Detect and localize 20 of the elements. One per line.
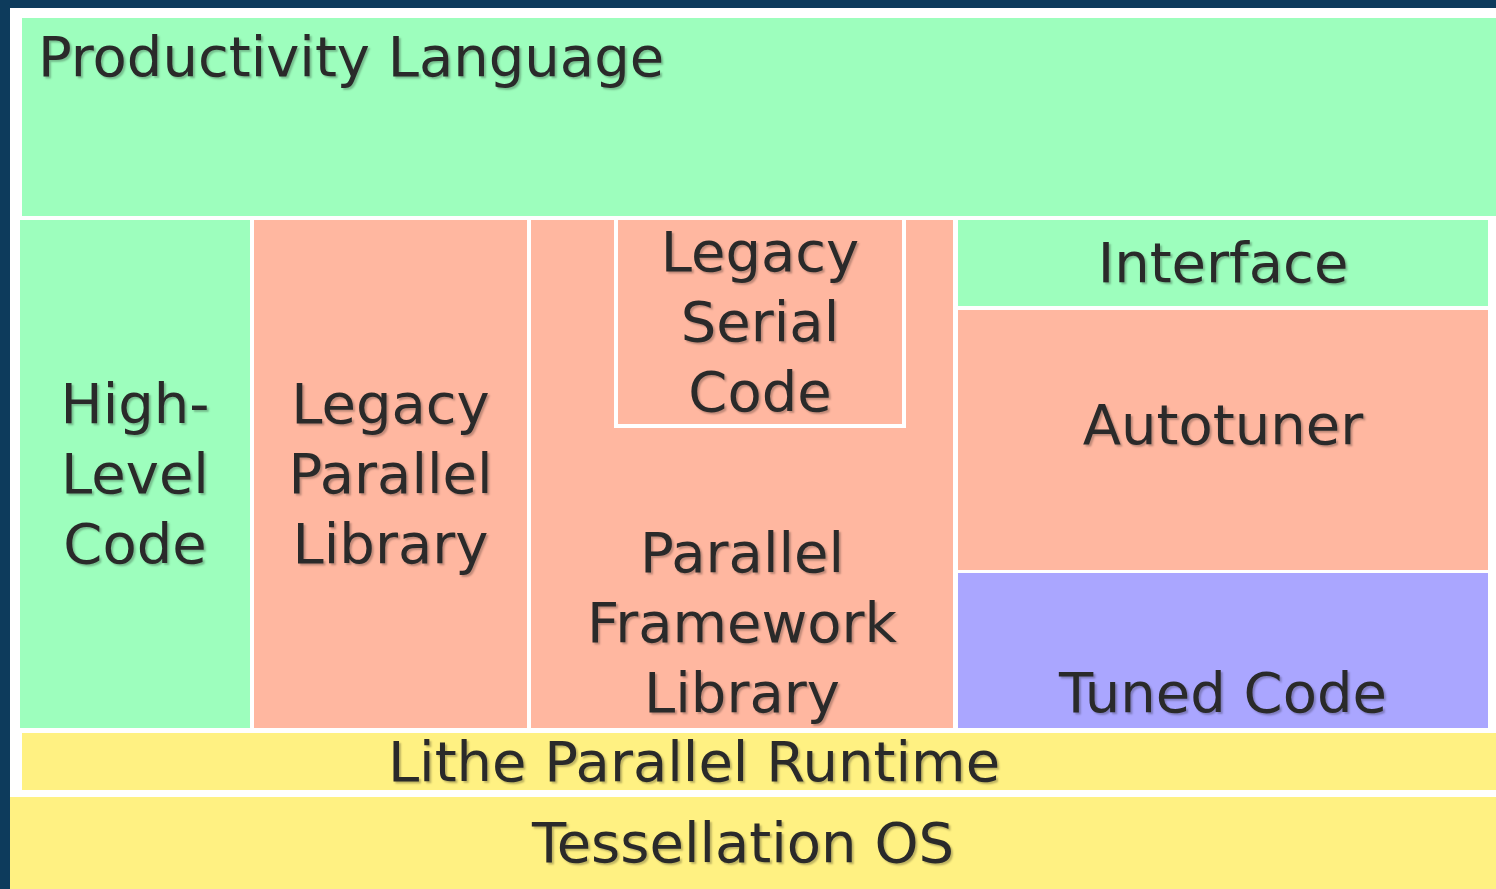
layer-block xyxy=(531,220,953,728)
block-label: Interface xyxy=(1097,229,1349,297)
block-label: Tessellation OS xyxy=(531,809,955,877)
block-label: Lithe Parallel Runtime xyxy=(387,727,1001,796)
layer-block xyxy=(20,220,250,728)
layer-block xyxy=(958,310,1488,570)
layer-block xyxy=(958,573,1488,728)
block-label: High-Level Code xyxy=(59,370,211,578)
block-label: Productivity Language xyxy=(38,23,665,91)
block-label: Tuned Code xyxy=(1059,659,1387,727)
block-label: Legacy Parallel Library xyxy=(287,370,494,578)
layer-block xyxy=(22,733,1496,790)
block-label: Autotuner xyxy=(1082,391,1364,459)
layer-block xyxy=(10,797,1496,889)
layer-block xyxy=(22,18,1496,216)
block-label: Parallel Framework Library xyxy=(586,519,898,727)
layer-block xyxy=(958,220,1488,306)
layer-block xyxy=(614,220,906,428)
block-label: Legacy Serial Code xyxy=(659,218,861,426)
layer-block xyxy=(254,220,527,728)
